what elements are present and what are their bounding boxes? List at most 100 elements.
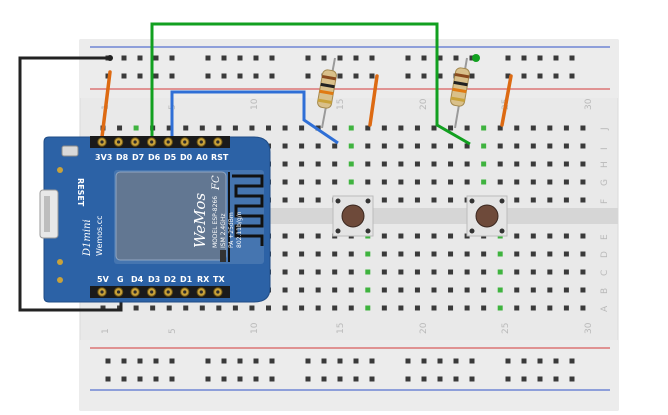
- pushbutton-cap[interactable]: [475, 204, 499, 228]
- pin-label: 3V3: [95, 153, 112, 162]
- breadboard-hole: [332, 251, 338, 257]
- breadboard-hole: [315, 161, 321, 167]
- breadboard-hole: [232, 305, 238, 311]
- breadboard-hole: [365, 179, 371, 185]
- breadboard-hole: [348, 287, 354, 293]
- resistor-right: [450, 57, 470, 129]
- breadboard-hole: [381, 251, 387, 257]
- rail-hole: [321, 55, 327, 61]
- pin-label: D1: [180, 275, 193, 284]
- breadboard-hole: [563, 251, 569, 257]
- header-pin-hole: [183, 290, 187, 294]
- breadboard-hole: [547, 179, 553, 185]
- rail-hole: [237, 73, 243, 79]
- module-line: MODEL ESP-8266: [212, 196, 219, 248]
- breadboard-hole: [282, 125, 288, 131]
- rail-hole: [469, 376, 475, 382]
- breadboard-hole: [547, 305, 553, 311]
- pushbutton-cap[interactable]: [341, 204, 365, 228]
- header-pin-hole: [199, 290, 203, 294]
- rail-hole: [253, 358, 259, 364]
- rail-hole: [237, 55, 243, 61]
- breadboard-hole: [381, 161, 387, 167]
- header-pin-hole: [166, 140, 170, 144]
- reset-button[interactable]: [61, 145, 79, 157]
- module-mark: FC: [211, 175, 222, 191]
- breadboard-hole: [414, 179, 420, 185]
- breadboard-hole: [481, 269, 487, 275]
- breadboard-hole: [563, 161, 569, 167]
- rail-hole: [469, 358, 475, 364]
- breadboard-hole: [299, 197, 305, 203]
- breadboard-hole: [348, 125, 354, 131]
- breadboard-hole: [580, 179, 586, 185]
- breadboard-hole: [299, 161, 305, 167]
- breadboard-hole: [431, 125, 437, 131]
- row-letter: A: [600, 305, 610, 312]
- pin-label: TX: [213, 275, 225, 284]
- module-line: PA +25dBm: [228, 212, 235, 248]
- breadboard-hole: [199, 125, 205, 131]
- breadboard-hole: [497, 269, 503, 275]
- breadboard-hole: [315, 233, 321, 239]
- breadboard-hole: [530, 143, 536, 149]
- breadboard-hole: [464, 305, 470, 311]
- breadboard-hole: [332, 287, 338, 293]
- pin-label: D2: [164, 275, 176, 284]
- rail-hole: [153, 376, 159, 382]
- breadboard-hole: [497, 179, 503, 185]
- breadboard-hole: [249, 125, 255, 131]
- breadboard-hole: [299, 233, 305, 239]
- orange-jumper: [368, 74, 379, 127]
- column-numbers-bottom: 1 5 10 15 20 25 30: [101, 322, 594, 334]
- breadboard-hole: [448, 143, 454, 149]
- rail-hole: [105, 376, 111, 382]
- breadboard-hole: [381, 197, 387, 203]
- breadboard-hole: [448, 305, 454, 311]
- breadboard-hole: [381, 179, 387, 185]
- breadboard-hole: [448, 179, 454, 185]
- smd-component: [220, 250, 226, 262]
- breadboard-hole: [398, 305, 404, 311]
- row-letter: I: [600, 147, 610, 150]
- rail-hole: [505, 55, 511, 61]
- breadboard-hole: [514, 161, 520, 167]
- rail-hole: [153, 73, 159, 79]
- breadboard-hole: [481, 179, 487, 185]
- breadboard-hole: [580, 161, 586, 167]
- breadboard-hole: [530, 125, 536, 131]
- rail-hole: [337, 55, 343, 61]
- breadboard-hole: [580, 269, 586, 275]
- wire-end: [472, 54, 480, 62]
- breadboard-hole: [563, 179, 569, 185]
- breadboard-hole: [282, 197, 288, 203]
- rail-hole: [169, 376, 175, 382]
- rail-hole: [305, 358, 311, 364]
- rail-hole: [205, 73, 211, 79]
- col-num: 20: [419, 322, 429, 334]
- rail-hole: [337, 73, 343, 79]
- breadboard-hole: [282, 143, 288, 149]
- breadboard-hole: [183, 305, 189, 311]
- breadboard-hole: [530, 179, 536, 185]
- breadboard-hole: [398, 161, 404, 167]
- breadboard-hole: [547, 287, 553, 293]
- breadboard-hole: [563, 305, 569, 311]
- pin-label: D0: [180, 153, 193, 162]
- rail-hole: [437, 73, 443, 79]
- antenna: [232, 174, 264, 246]
- breadboard-hole: [332, 269, 338, 275]
- header-pin-hole: [216, 290, 220, 294]
- rail-hole: [253, 376, 259, 382]
- rail-hole: [421, 358, 427, 364]
- breadboard-hole: [299, 143, 305, 149]
- rail-hole: [169, 55, 175, 61]
- pushbutton-right[interactable]: [466, 195, 508, 237]
- pushbutton-left[interactable]: [332, 195, 374, 237]
- breadboard-hole: [365, 287, 371, 293]
- row-letter: G: [600, 179, 610, 186]
- breadboard-hole: [381, 269, 387, 275]
- rail-hole: [521, 358, 527, 364]
- breadboard-hole: [216, 305, 222, 311]
